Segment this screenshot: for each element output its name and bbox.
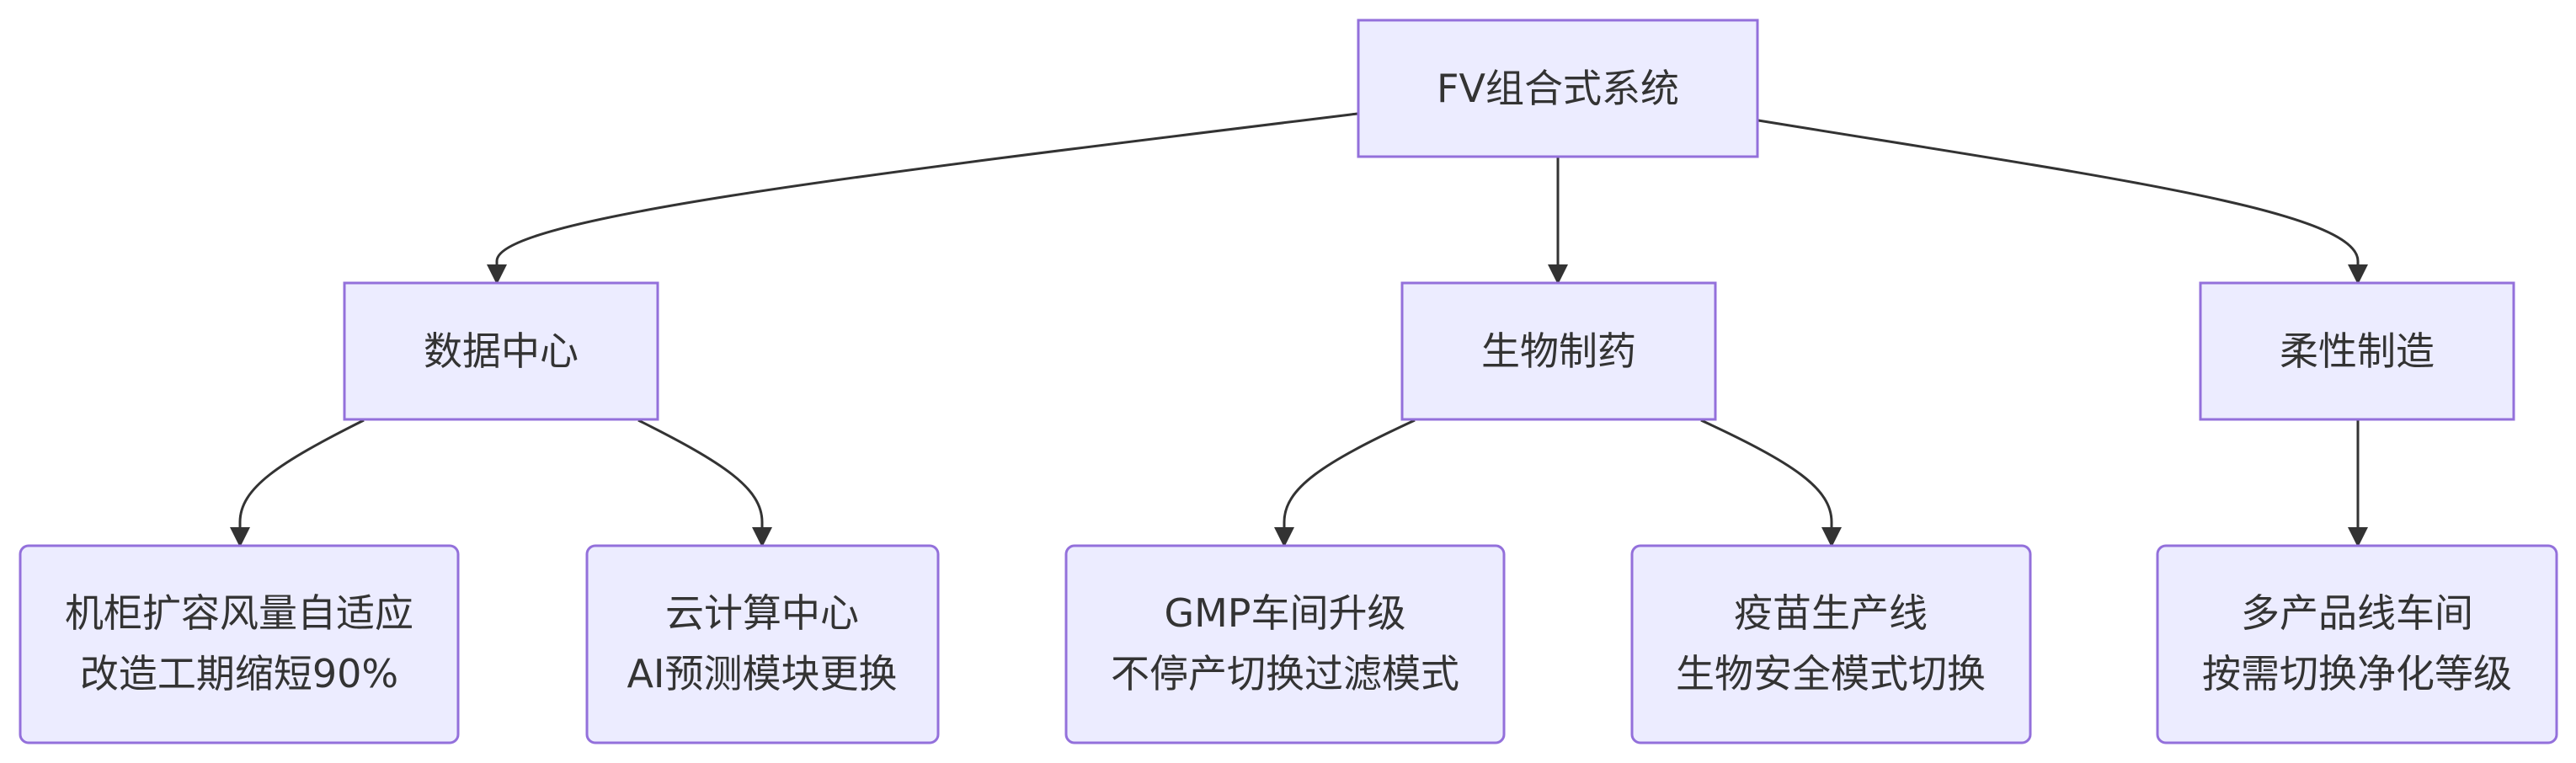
node-datacenter-label: 数据中心: [424, 328, 579, 374]
node-vaccine-line2: 生物安全模式切换: [1676, 651, 1986, 696]
node-cabinet-line1: 机柜扩容风量自适应: [65, 590, 413, 636]
edge-root-to-datacenter: [487, 112, 1358, 285]
node-vaccine-line1: 疫苗生产线: [1734, 590, 1928, 636]
node-root-box: [1357, 19, 1759, 158]
node-multiproduct: 多产品线车间 按需切换净化等级: [2156, 544, 2558, 744]
node-root: FV组合式系统: [1357, 19, 1759, 158]
node-cabinet-line2: 改造工期缩短90%: [80, 651, 398, 696]
node-multiproduct-line1: 多产品线车间: [2241, 590, 2473, 636]
node-gmp: GMP车间升级 不停产切换过滤模式: [1064, 544, 1506, 744]
edge-datacenter-to-cabinet: [230, 419, 365, 547]
edge-biopharma-to-gmp: [1274, 419, 1416, 547]
node-biopharma-label: 生物制药: [1481, 328, 1636, 374]
node-flexible: 柔性制造: [2199, 281, 2515, 421]
node-gmp-box: [1064, 544, 1506, 744]
node-flexible-box: [2199, 281, 2515, 421]
node-datacenter: 数据中心: [343, 281, 659, 421]
node-multiproduct-line2: 按需切换净化等级: [2202, 651, 2512, 696]
edge-datacenter-to-cloud: [637, 419, 772, 547]
node-biopharma-box: [1400, 281, 1717, 421]
edges: [230, 112, 2368, 547]
node-root-label: FV组合式系统: [1437, 66, 1679, 111]
node-vaccine: 疫苗生产线 生物安全模式切换: [1630, 544, 2032, 744]
node-datacenter-box: [343, 281, 659, 421]
node-gmp-line2: 不停产切换过滤模式: [1111, 651, 1459, 696]
node-cloud-line2: AI预测模块更换: [627, 651, 897, 696]
node-cabinet: 机柜扩容风量自适应 改造工期缩短90%: [19, 544, 460, 744]
node-gmp-line1: GMP车间升级: [1164, 590, 1405, 636]
node-cabinet-box: [19, 544, 460, 744]
node-vaccine-box: [1630, 544, 2032, 744]
node-flexible-label: 柔性制造: [2280, 328, 2435, 374]
edge-root-to-flexible: [1757, 119, 2368, 285]
node-cloud-line1: 云计算中心: [665, 590, 859, 636]
node-biopharma: 生物制药: [1400, 281, 1717, 421]
node-cloud: 云计算中心 AI预测模块更换: [585, 544, 940, 744]
node-multiproduct-box: [2156, 544, 2558, 744]
node-cloud-box: [585, 544, 940, 744]
edge-biopharma-to-vaccine: [1700, 419, 1842, 547]
